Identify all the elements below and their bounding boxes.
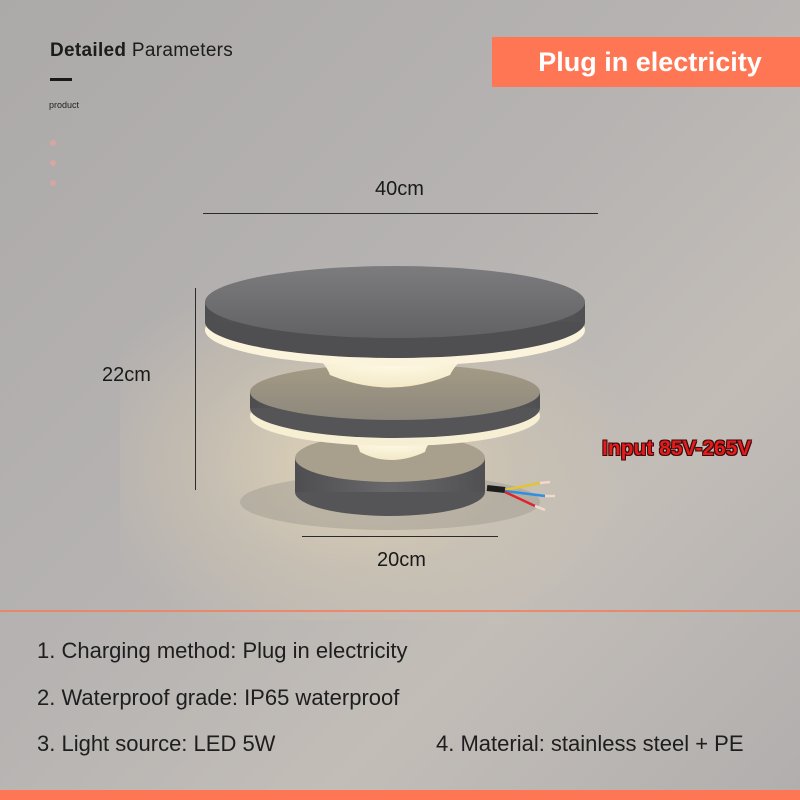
width-label: 40cm [375,178,424,200]
spec-light-source: 3. Light source: LED 5W [37,731,276,756]
title-light: Parameters [131,40,234,61]
title-bold: Detailed [50,40,127,61]
input-voltage-label: Input 85V-265V [602,437,752,460]
spec-charging-method: 1. Charging method: Plug in electricity [37,638,408,663]
badge-label: Plug in electricity [538,46,762,77]
spec-waterproof-grade: 2. Waterproof grade: IP65 waterproof [37,685,400,710]
spec-material: 4. Material: stainless steel + PE [436,731,744,756]
decorative-dots [50,140,56,200]
width-dimension-line [203,213,598,214]
height-label: 22cm [102,364,151,386]
title-underline [50,78,72,81]
subtitle: product [49,100,80,110]
base-dimension-line [302,536,498,537]
footer-accent-bar [0,790,800,800]
section-divider [0,610,800,612]
height-dimension-line [195,288,196,490]
base-width-label: 20cm [377,549,426,571]
page-title: Detailed Parameters [50,40,233,62]
lamp-illustration [205,266,585,530]
plug-in-badge: Plug in electricity [492,37,800,87]
